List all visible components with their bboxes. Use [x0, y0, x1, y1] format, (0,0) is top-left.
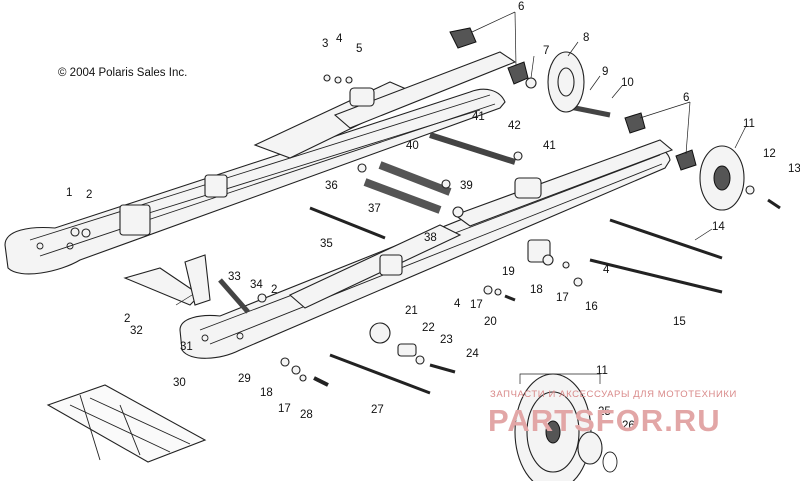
callout-16: 16 [585, 301, 598, 313]
rail-bumpers [449, 27, 697, 171]
callout-24: 24 [466, 348, 479, 360]
part-callouts: 3 4 5 6 7 8 9 10 6 11 12 13 14 15 16 4 1… [66, 1, 800, 432]
idler-wheel-large [514, 373, 618, 481]
callout-42: 42 [508, 120, 521, 132]
callout-32: 32 [130, 325, 143, 337]
rear-arm-assembly [119, 51, 517, 236]
callout-34: 34 [250, 279, 263, 291]
callout-35: 35 [320, 238, 333, 250]
callout-13: 13 [788, 163, 800, 175]
callout-41: 41 [543, 140, 556, 152]
slide-plate [46, 384, 207, 463]
hardware [70, 74, 781, 387]
callout-17: 17 [278, 403, 291, 415]
callout-39: 39 [460, 180, 473, 192]
callout-11: 11 [596, 365, 608, 377]
watermark-brand: PARTSFOR.RU [488, 403, 721, 438]
callout-36: 36 [325, 180, 338, 192]
callout-19: 19 [502, 266, 515, 278]
copyright-text: © 2004 Polaris Sales Inc. [58, 67, 187, 79]
callout-38: 38 [424, 232, 437, 244]
idler-wheel-top [547, 51, 585, 113]
callout-10: 10 [621, 77, 634, 89]
callout-30: 30 [173, 377, 186, 389]
callout-14: 14 [712, 221, 725, 233]
leader-lines [175, 11, 747, 384]
callout-20: 20 [484, 316, 497, 328]
callout-29: 29 [238, 373, 251, 385]
watermark-tagline: ЗАПЧАСТИ И АКСЕССУАРЫ ДЛЯ МОТОТЕХНИКИ [490, 389, 737, 400]
front-arm-assembly [288, 139, 674, 309]
callout-31: 31 [180, 341, 193, 353]
idler-wheel-right [699, 145, 745, 211]
callout-27: 27 [371, 404, 384, 416]
callout-18: 18 [260, 387, 273, 399]
callout-12: 12 [763, 148, 776, 160]
callout-18: 18 [530, 284, 543, 296]
callout-4: 4 [336, 33, 343, 45]
callout-5: 5 [356, 43, 362, 55]
callout-7: 7 [543, 45, 549, 57]
callout-22: 22 [422, 322, 435, 334]
callout-15: 15 [673, 316, 686, 328]
lower-linkage [123, 254, 211, 306]
callout-26: 26 [622, 420, 635, 432]
callout-40: 40 [406, 140, 419, 152]
callout-11: 11 [743, 118, 755, 130]
callout-2: 2 [86, 189, 92, 201]
callout-1: 1 [66, 187, 72, 199]
callout-6: 6 [518, 1, 524, 13]
callout-41: 41 [472, 111, 485, 123]
callout-2: 2 [271, 284, 277, 296]
callout-21: 21 [405, 305, 418, 317]
callout-37: 37 [368, 203, 381, 215]
callout-25: 25 [598, 406, 611, 418]
callout-4: 4 [454, 298, 461, 310]
callout-28: 28 [300, 409, 313, 421]
callout-23: 23 [440, 334, 453, 346]
callout-6: 6 [683, 92, 689, 104]
callout-17: 17 [470, 299, 483, 311]
callout-9: 9 [602, 66, 608, 78]
callout-17: 17 [556, 292, 569, 304]
callout-8: 8 [583, 32, 589, 44]
callout-4: 4 [603, 264, 610, 276]
callout-2: 2 [124, 313, 130, 325]
callout-33: 33 [228, 271, 241, 283]
callout-3: 3 [322, 38, 328, 50]
